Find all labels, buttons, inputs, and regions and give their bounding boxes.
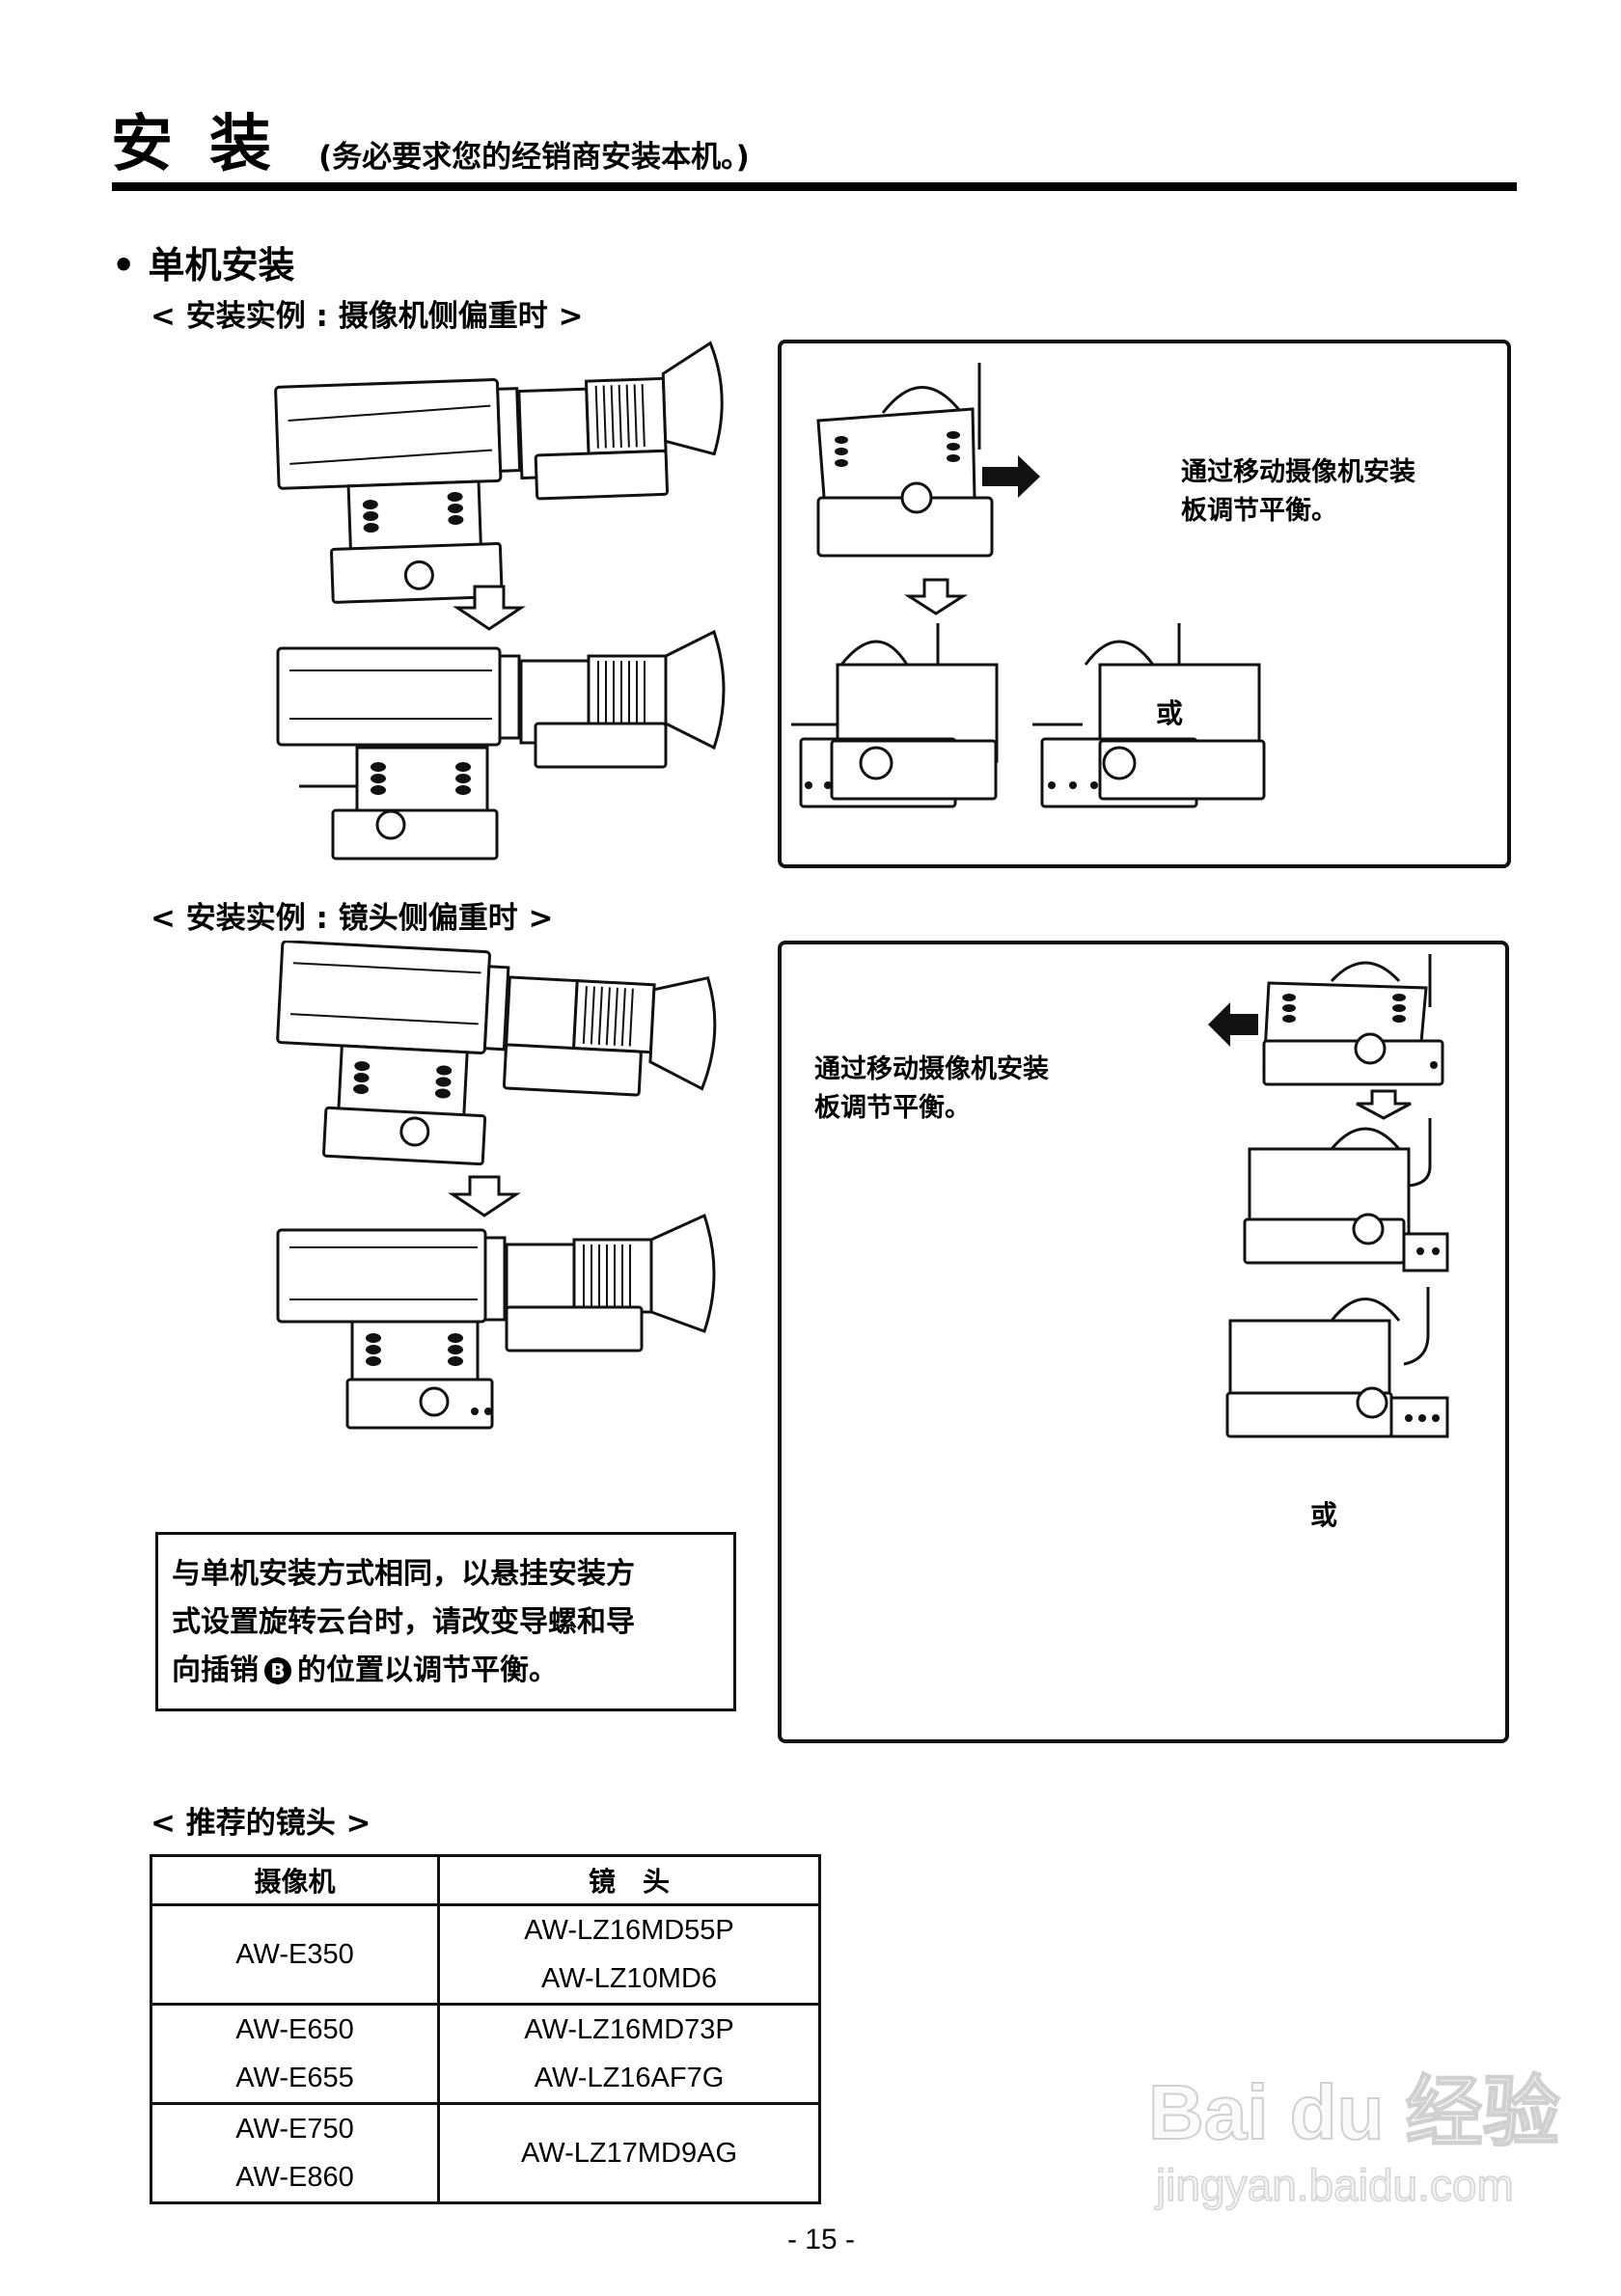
example-heading-lens-heavy: < 安装实例 : 镜头侧偏重时 > — [151, 901, 554, 936]
camera-model: AW-E750 — [235, 2114, 354, 2145]
table-row: AW-E750 AW-E860 AW-LZ17MD9AG — [150, 2102, 821, 2204]
lens-model: AW-LZ17MD9AG — [521, 2138, 737, 2169]
watermark: Bai du 经验 jingyan.baidu.com — [1147, 2069, 1561, 2211]
lens-model: AW-LZ16AF7G — [534, 2063, 725, 2093]
mount-plate-level-a — [1243, 1118, 1449, 1272]
mount-plate-level-b — [1032, 623, 1266, 808]
camera-model: AW-E650 — [235, 2014, 354, 2045]
bullet-icon: • — [112, 244, 136, 287]
lens-cell: AW-LZ16MD73P AW-LZ16AF7G — [437, 2003, 821, 2105]
note-line-3-start: 向插销 — [172, 1654, 259, 1687]
page-number: - 15 - — [786, 2224, 856, 2255]
mount-plate-tilted — [1262, 954, 1444, 1086]
camera-model: AW-E350 — [235, 1939, 354, 1970]
note-line-1: 与单机安装方式相同，以悬挂安装方 — [172, 1557, 635, 1591]
or-label: 或 — [1156, 697, 1184, 729]
column-header-lens: 镜 头 — [437, 1854, 821, 1906]
mount-plate-level-a — [791, 623, 999, 808]
caption-line-1: 通过移动摄像机安装 — [1181, 457, 1415, 487]
note-line-2: 式设置旋转云台时，请改变导螺和导 — [172, 1605, 635, 1639]
down-arrow-icon — [448, 1175, 521, 1217]
caption-line-2: 板调节平衡。 — [1181, 496, 1337, 526]
panel-lens-heavy: 通过移动摄像机安装 板调节平衡。 或 — [778, 941, 1509, 1743]
lens-model: AW-LZ16MD55P — [524, 1915, 734, 1946]
section-heading-text: 单机安装 — [148, 244, 295, 287]
page-title: 安装 — [111, 109, 308, 180]
example-heading-camera-heavy: < 安装实例 : 摄像机侧偏重时 > — [151, 299, 584, 334]
caption-lens-heavy: 通过移动摄像机安装 板调节平衡。 — [814, 1051, 1049, 1128]
plate-adjust-diagram-left — [1208, 954, 1449, 1438]
camera-tilted — [276, 941, 717, 1166]
plate-adjust-diagram-right — [791, 363, 1266, 808]
camera-level — [276, 1213, 716, 1430]
baidu-logo: Bai du 经验 — [1147, 2069, 1561, 2155]
caption-camera-heavy: 通过移动摄像机安装 板调节平衡。 — [1181, 453, 1415, 531]
mount-plate-tilted — [816, 363, 994, 558]
camera-model: AW-E860 — [235, 2162, 354, 2193]
or-label: 或 — [1310, 1499, 1338, 1531]
page-subtitle: (务必要求您的经销商安装本机。) — [318, 140, 750, 175]
column-header-camera: 摄像机 — [150, 1854, 440, 1906]
note-line-3-end: 的位置以调节平衡。 — [297, 1654, 558, 1687]
title-rule — [112, 182, 1517, 191]
down-arrow-icon — [903, 578, 969, 615]
watermark-url: jingyan.baidu.com — [1155, 2159, 1514, 2211]
camera-heavy-illustration — [274, 341, 726, 861]
down-arrow-icon — [1356, 1089, 1412, 1120]
recommended-lenses-table: 摄像机 镜 头 AW-E350 AW-LZ16MD55P AW-LZ10MD6 … — [150, 1854, 821, 2204]
circled-b-icon: B — [264, 1657, 291, 1684]
down-arrow-icon — [453, 585, 526, 631]
lens-cell: AW-LZ16MD55P AW-LZ10MD6 — [437, 1903, 821, 2006]
camera-level — [276, 629, 726, 861]
section-heading: • 单机安装 — [112, 247, 295, 284]
table-row: AW-E350 AW-LZ16MD55P AW-LZ10MD6 — [150, 1903, 821, 2006]
lens-model: AW-LZ16MD73P — [524, 2014, 734, 2045]
camera-cell: AW-E750 AW-E860 — [150, 2102, 440, 2204]
lens-model: AW-LZ10MD6 — [540, 1963, 718, 1994]
caption-line-1: 通过移动摄像机安装 — [814, 1054, 1049, 1084]
arrow-left-icon — [1208, 1002, 1258, 1047]
caption-line-2: 板调节平衡。 — [814, 1093, 971, 1123]
camera-model: AW-E655 — [235, 2063, 354, 2093]
lens-cell: AW-LZ17MD9AG — [437, 2102, 821, 2204]
panel-camera-heavy: 通过移动摄像机安装 板调节平衡。 或 — [778, 340, 1511, 868]
camera-cell: AW-E650 AW-E655 — [150, 2003, 440, 2105]
table-row: AW-E650 AW-E655 AW-LZ16MD73P AW-LZ16AF7G — [150, 2003, 821, 2105]
table-header-row: 摄像机 镜 头 — [150, 1854, 821, 1906]
arrow-right-icon — [982, 455, 1040, 498]
lens-heavy-illustration — [276, 941, 717, 1430]
mount-plate-level-b — [1225, 1287, 1449, 1438]
camera-cell: AW-E350 — [150, 1903, 440, 2006]
recommended-lenses-heading: < 推荐的镜头 > — [151, 1806, 371, 1841]
camera-tilted — [274, 341, 724, 604]
